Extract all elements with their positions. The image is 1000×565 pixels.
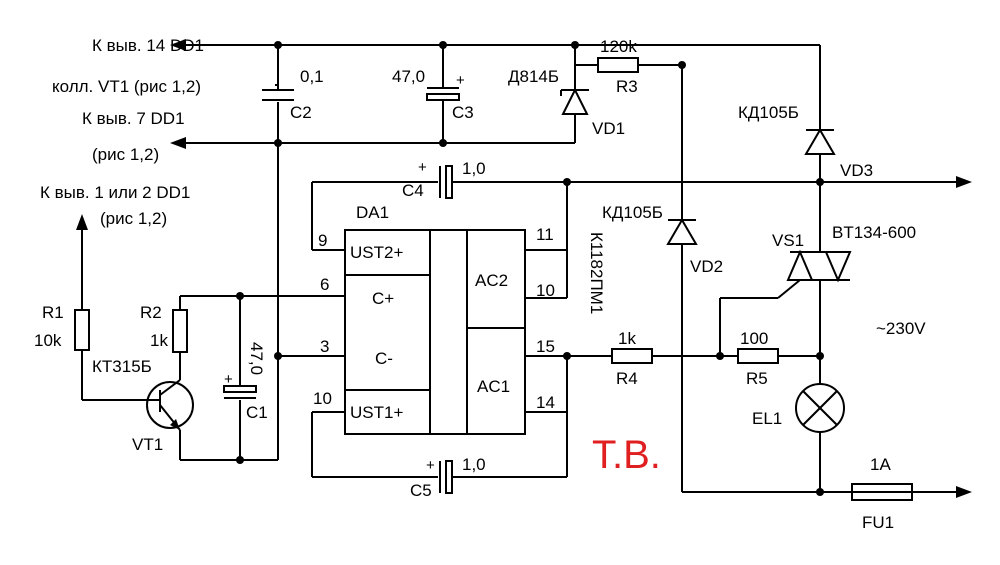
- label-c2-ref: C2: [290, 103, 312, 122]
- label-vd1-type: Д814Б: [508, 67, 559, 86]
- label-r5-ref: R5: [746, 369, 768, 388]
- label-r2-ref: R2: [140, 303, 162, 322]
- resistor-r5: [737, 348, 779, 364]
- label-c4-plus: +: [418, 159, 427, 176]
- label-r3-value: 120k: [600, 37, 637, 56]
- transistor-vt1: [146, 379, 194, 431]
- label-fu1-ref: FU1: [862, 513, 894, 532]
- diode-vd3: [804, 128, 836, 155]
- label-pin-3: 3: [320, 337, 329, 356]
- resistor-r3: [597, 57, 639, 73]
- author-mark: Т.В.: [592, 433, 661, 477]
- label-vd1-ref: VD1: [592, 119, 625, 138]
- label-c5-value: 1,0: [462, 455, 486, 474]
- label-c1-ref: C1: [246, 403, 268, 422]
- label-pin-10-right: 10: [536, 281, 555, 300]
- label-vs1-ref: VS1: [772, 231, 804, 250]
- label-mains: ~230V: [876, 319, 926, 338]
- label-vd3-type: КД105Б: [738, 103, 799, 122]
- resistor-r4: [611, 348, 653, 364]
- label-pin-10-left: 10: [313, 389, 332, 408]
- label-pin-6: 6: [320, 275, 329, 294]
- label-ext-pin7-ref: (рис 1,2): [92, 145, 159, 164]
- label-vd2-ref: VD2: [690, 257, 723, 276]
- label-ext-pin1-2: К выв. 1 или 2 DD1: [40, 183, 190, 202]
- label-c1-plus: +: [224, 371, 233, 388]
- label-c3-ref: C3: [452, 103, 474, 122]
- label-c5-ref: C5: [410, 481, 432, 500]
- label-ac2: AC2: [475, 271, 508, 290]
- label-c4-ref: C4: [402, 181, 424, 200]
- label-ext-pin1-2-ref: (рис 1,2): [100, 209, 167, 228]
- resistor-r1: [74, 309, 90, 351]
- zener-diode-vd1: [560, 87, 589, 115]
- triac-vs1: [786, 249, 852, 283]
- capacitor-c2: [262, 89, 294, 102]
- label-ext-vt1-collector: колл. VT1 (рис 1,2): [52, 77, 201, 96]
- label-ust2: UST2+: [350, 243, 403, 262]
- arrow-right-icon: [956, 176, 972, 188]
- diode-vd2: [666, 218, 698, 245]
- label-r1-value: 10k: [34, 331, 62, 350]
- label-c1-value: 47,0: [247, 342, 266, 375]
- label-pin-14: 14: [536, 393, 555, 412]
- terminal-arrows: [76, 39, 972, 498]
- label-r4-ref: R4: [616, 369, 638, 388]
- label-c5-plus: +: [426, 457, 435, 474]
- label-vs1-type: BT134-600: [832, 223, 916, 242]
- label-c3-plus: +: [456, 72, 465, 89]
- arrow-right-icon: [956, 486, 972, 498]
- label-vt1-type: КТ315Б: [92, 357, 152, 376]
- capacitor-c3: [426, 87, 460, 101]
- arrow-left-icon: [170, 137, 186, 149]
- capacitor-c5: [438, 460, 453, 494]
- label-r4-value: 1k: [618, 329, 636, 348]
- label-pin-11: 11: [536, 225, 554, 244]
- resistor-r2: [172, 309, 188, 353]
- arrow-left-icon: [170, 39, 186, 51]
- capacitor-c1: [223, 385, 257, 400]
- label-c4-value: 1,0: [462, 159, 486, 178]
- label-r3-ref: R3: [616, 77, 638, 96]
- junctions: [236, 41, 824, 496]
- label-da1-type: К1182ПМ1: [587, 232, 606, 314]
- labels: К выв. 14 DD1 колл. VT1 (рис 1,2) К выв.…: [34, 36, 926, 532]
- label-r1-ref: R1: [42, 303, 64, 322]
- label-ust1: UST1+: [350, 403, 403, 422]
- arrow-up-icon: [76, 214, 88, 230]
- chip-da1: [344, 229, 526, 435]
- label-pin-9: 9: [318, 231, 327, 250]
- label-fu1-value: 1A: [870, 455, 891, 474]
- label-da1-ref: DA1: [356, 203, 389, 222]
- label-r2-value: 1k: [150, 331, 168, 350]
- label-cplus: C+: [372, 289, 394, 308]
- label-ac1: AC1: [477, 377, 510, 396]
- label-el1-ref: EL1: [752, 409, 782, 428]
- label-r5-value: 100: [740, 329, 768, 348]
- label-ext-pin14: К выв. 14 DD1: [92, 36, 204, 55]
- capacitor-c4: [438, 165, 453, 199]
- label-ext-pin7: К выв. 7 DD1: [82, 109, 185, 128]
- label-vd2-type: КД105Б: [602, 203, 663, 222]
- label-vd3-ref: VD3: [840, 161, 873, 180]
- lamp-el1: [795, 383, 845, 433]
- label-cminus: C-: [375, 349, 393, 368]
- label-pin-15: 15: [536, 337, 555, 356]
- fuse-fu1: [851, 483, 913, 501]
- label-c3-value: 47,0: [392, 67, 425, 86]
- label-c2-value: 0,1: [300, 67, 324, 86]
- label-vt1-ref: VT1: [132, 435, 163, 454]
